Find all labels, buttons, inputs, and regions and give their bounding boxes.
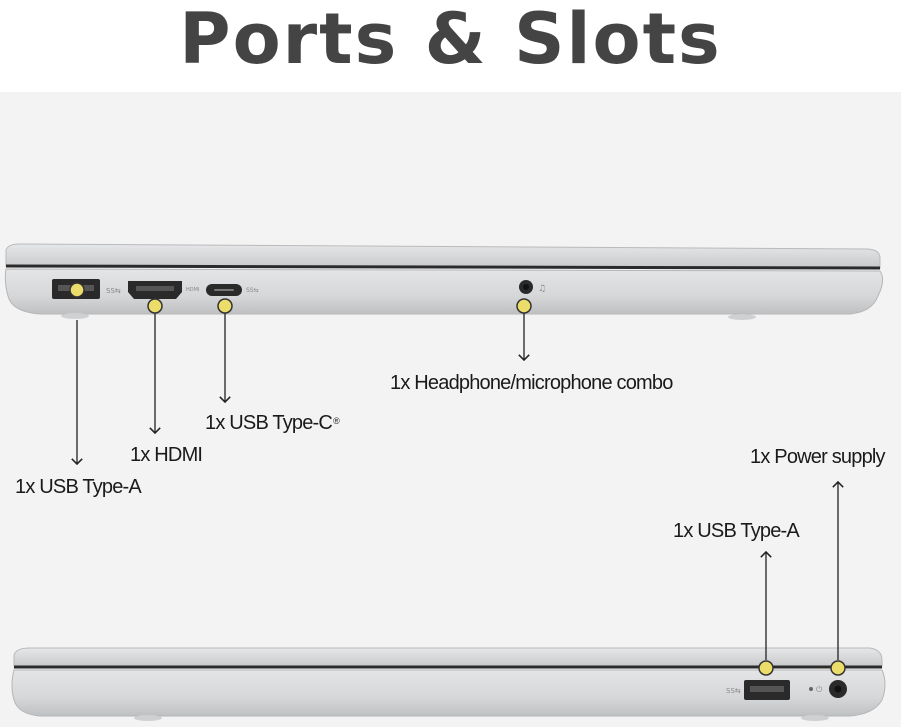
power-port: ⏻ [809,680,847,698]
svg-text:SS⇆: SS⇆ [726,687,741,695]
label-audio: 1x Headphone/microphone combo [390,372,673,394]
label-usb-c: 1x USB Type-C® [205,412,340,434]
label-usb-a-left: 1x USB Type-A [15,476,142,498]
usb-c-port: SS⇆ [206,284,259,296]
svg-text:SS⇆: SS⇆ [246,287,259,294]
svg-text:SS⇆: SS⇆ [106,287,121,295]
svg-text:⏻: ⏻ [816,685,823,694]
laptop-left-side: SS⇆ HDMI SS⇆ ♫ [4,243,884,320]
laptop-right-side: SS⇆ ⏻ [11,647,886,721]
marker-usb-a-left [69,282,85,298]
hdmi-port: HDMI [128,281,199,299]
marker-usb-c [217,298,233,314]
marker-power [830,660,846,676]
usb-a-port-right: SS⇆ [726,680,790,700]
audio-jack: ♫ [519,280,546,294]
label-usb-c-text: 1x USB Type-C [205,412,333,434]
marker-usb-a-right [758,660,774,676]
callouts [71,313,844,660]
marker-hdmi [147,298,163,314]
marker-audio [516,298,532,314]
label-power: 1x Power supply [750,446,886,468]
label-usb-a-right: 1x USB Type-A [673,520,800,542]
label-hdmi: 1x HDMI [130,444,203,466]
svg-text:HDMI: HDMI [186,287,199,293]
callout-markers [69,282,846,676]
registered-mark: ® [333,416,340,426]
page-title: Ports & Slots [179,0,722,80]
svg-text:♫: ♫ [538,284,546,294]
ports-diagram [0,92,901,727]
